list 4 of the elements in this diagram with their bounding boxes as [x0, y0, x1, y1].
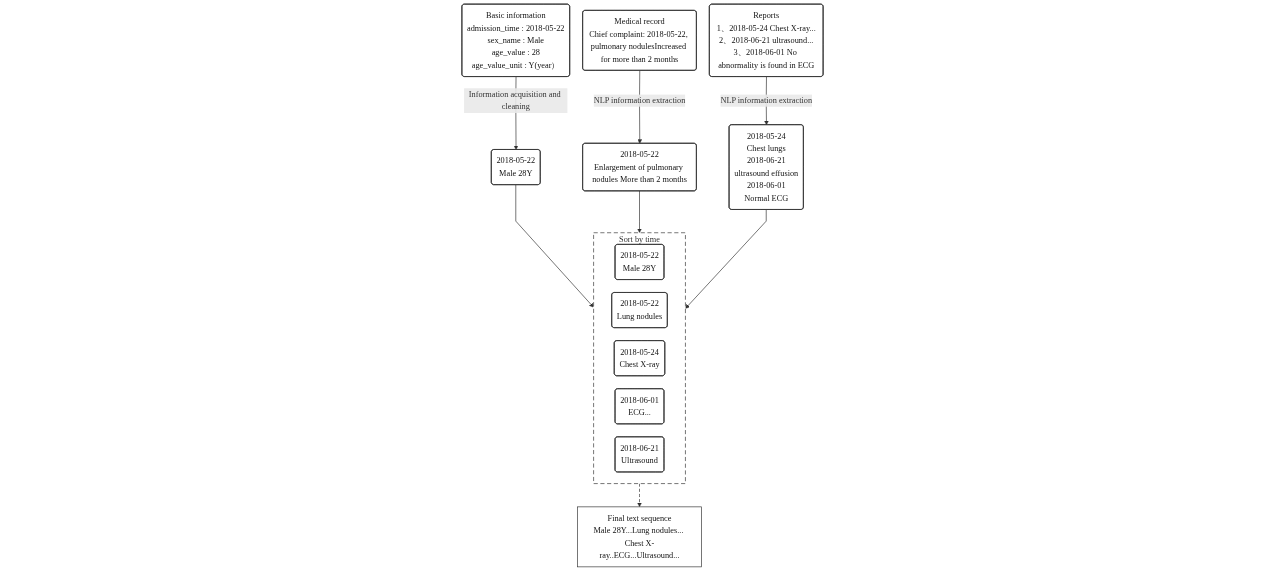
edge-label: Information acquisition and cleaning	[468, 89, 561, 111]
edge-label: NLP information extraction	[593, 95, 686, 105]
node-box: Final text sequence Male 28Y...Lung nodules... Chest X-ray..ECG...Ultrasound...	[577, 506, 702, 568]
edge-label: NLP information extraction	[720, 95, 813, 105]
